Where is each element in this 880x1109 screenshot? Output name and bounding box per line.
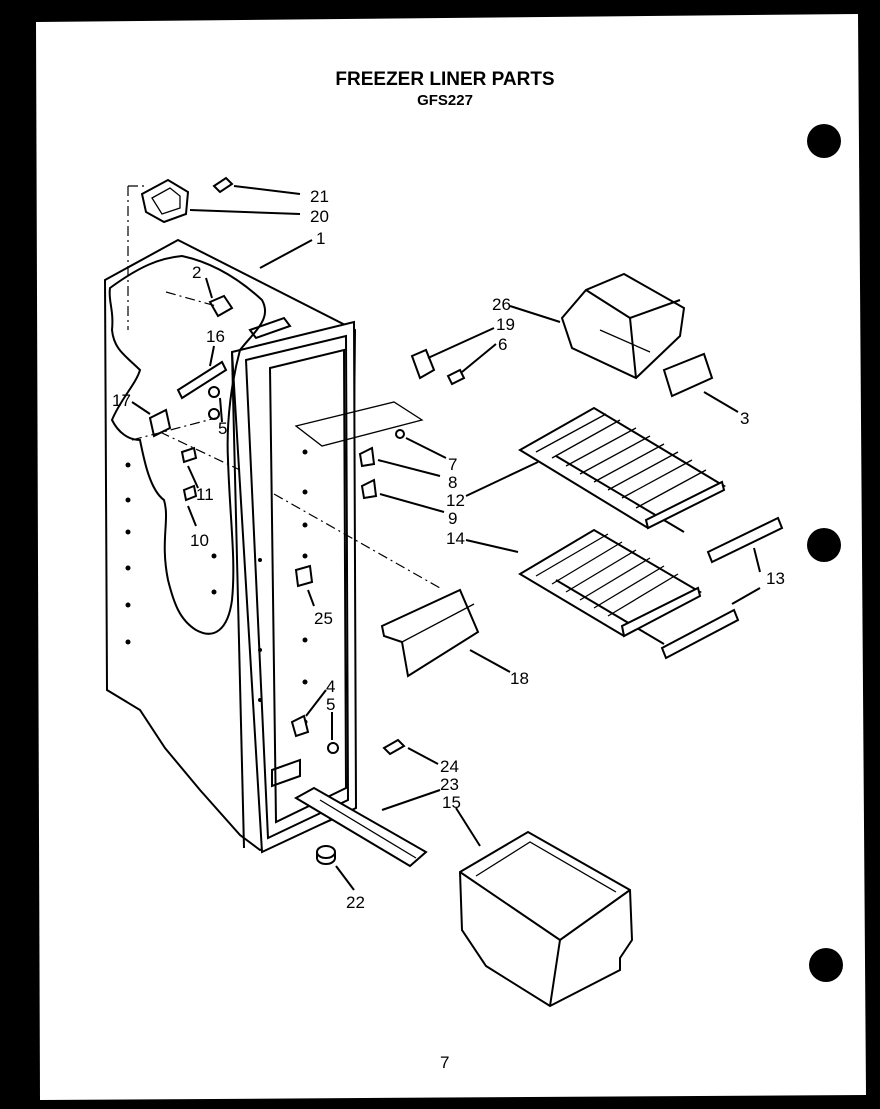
part-2-bracket bbox=[208, 294, 234, 318]
part-8-clip bbox=[358, 446, 376, 468]
binder-hole-bottom bbox=[809, 948, 843, 982]
part-18-cover bbox=[380, 588, 480, 678]
callout-22: 22 bbox=[346, 893, 365, 912]
part-4-clip bbox=[290, 714, 310, 738]
callout-23: 23 bbox=[440, 775, 459, 794]
callout-12: 12 bbox=[446, 491, 465, 510]
callout-4: 4 bbox=[326, 677, 335, 696]
callout-8: 8 bbox=[448, 473, 457, 492]
binder-hole-top bbox=[807, 124, 841, 158]
leader-lines bbox=[131, 185, 761, 891]
callout-17: 17 bbox=[112, 391, 131, 410]
callout-16: 16 bbox=[206, 327, 225, 346]
callout-11: 11 bbox=[196, 485, 214, 504]
part-23-rail bbox=[293, 786, 428, 868]
callout-26: 26 bbox=[492, 295, 511, 314]
part-13-rail-lower bbox=[660, 608, 740, 660]
callout-6: 6 bbox=[498, 335, 507, 354]
callout-25: 25 bbox=[314, 609, 333, 628]
part-16-bar bbox=[176, 360, 228, 400]
shelf-plane-line bbox=[294, 401, 424, 447]
callout-10: 10 bbox=[190, 531, 209, 550]
callout-15: 15 bbox=[442, 793, 461, 812]
callout-numbers: 21 20 1 2 16 17 5 11 10 25 4 5 24 23 15 … bbox=[112, 187, 785, 912]
diagram-title: FREEZER LINER PARTS bbox=[335, 69, 554, 90]
freezer-liner bbox=[103, 238, 358, 854]
callout-5a: 5 bbox=[218, 419, 227, 438]
part-17-clip bbox=[148, 408, 172, 438]
callout-19: 19 bbox=[496, 315, 515, 334]
callout-2: 2 bbox=[192, 263, 201, 282]
part-22-foot bbox=[316, 845, 336, 859]
callout-14: 14 bbox=[446, 529, 465, 548]
callout-13: 13 bbox=[766, 569, 785, 588]
part-7-clip bbox=[395, 429, 405, 439]
part-13-rail-upper bbox=[706, 516, 784, 564]
part-26-bin bbox=[560, 272, 686, 380]
callout-24: 24 bbox=[440, 757, 459, 776]
model-number: GFS227 bbox=[417, 92, 473, 109]
callout-20: 20 bbox=[310, 207, 329, 226]
control-housing bbox=[140, 178, 190, 224]
page-number: 7 bbox=[440, 1053, 449, 1072]
part-11-clip bbox=[180, 446, 198, 464]
part-3-front bbox=[662, 352, 714, 398]
part-12-wire-shelf bbox=[518, 406, 727, 533]
callout-5b: 5 bbox=[326, 695, 335, 714]
screw-6 bbox=[446, 368, 466, 386]
screw-21 bbox=[212, 176, 234, 194]
callout-9: 9 bbox=[448, 509, 457, 528]
binder-hole-middle bbox=[807, 528, 841, 562]
callout-1: 1 bbox=[316, 229, 325, 248]
part-25-clip bbox=[294, 564, 314, 588]
part-10-clip bbox=[182, 484, 198, 502]
screw-24 bbox=[382, 738, 406, 756]
part-14-wire-shelf bbox=[518, 528, 702, 645]
callout-7: 7 bbox=[448, 455, 457, 474]
callout-18: 18 bbox=[510, 669, 529, 688]
callout-21: 21 bbox=[310, 187, 329, 206]
callout-3: 3 bbox=[740, 409, 749, 428]
part-15-bin bbox=[458, 830, 634, 1008]
part-9-clip bbox=[360, 478, 378, 500]
